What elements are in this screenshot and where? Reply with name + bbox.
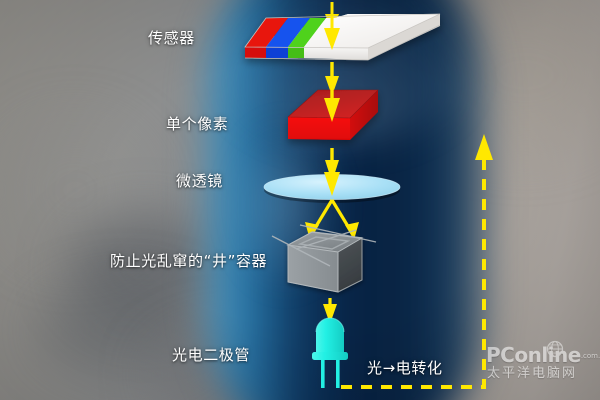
label-light-to-electric-conversion: 光→电转化 [367, 359, 443, 377]
arrow-through-pixel [324, 86, 340, 122]
watermark-domain-text: .com.cn [580, 352, 600, 360]
sensor-graphic [244, 13, 441, 61]
label-sensor: 传感器 [148, 29, 195, 47]
arrow-through-sensor [324, 16, 340, 50]
label-photodiode: 光电二极管 [172, 346, 251, 364]
background-blur-blob [70, 215, 220, 325]
watermark-brand-text: PConline [486, 343, 581, 367]
arrow-well-to-photodiode [323, 298, 337, 324]
photodiode-graphic [312, 317, 348, 388]
globe-icon [546, 340, 564, 358]
watermark-brand: PConline.com.cn [486, 344, 600, 367]
watermark-chinese: 太平洋电脑网 [487, 366, 578, 381]
well-wireframe-rails [271, 224, 377, 267]
label-microlens: 微透镜 [176, 172, 223, 190]
label-single-pixel: 单个像素 [166, 115, 229, 133]
watermark: PConline.com.cn 太平洋电脑网 [486, 340, 600, 390]
signal-path-dashed [341, 134, 493, 389]
background-blue-object [196, 0, 496, 400]
well-container-graphic [286, 231, 364, 293]
arrow-through-microlens [324, 160, 340, 196]
sensor-color-strips [245, 18, 326, 47]
label-well-container: 防止光乱窜的“井”容器 [110, 252, 268, 270]
background-blur-blob [40, 285, 210, 375]
